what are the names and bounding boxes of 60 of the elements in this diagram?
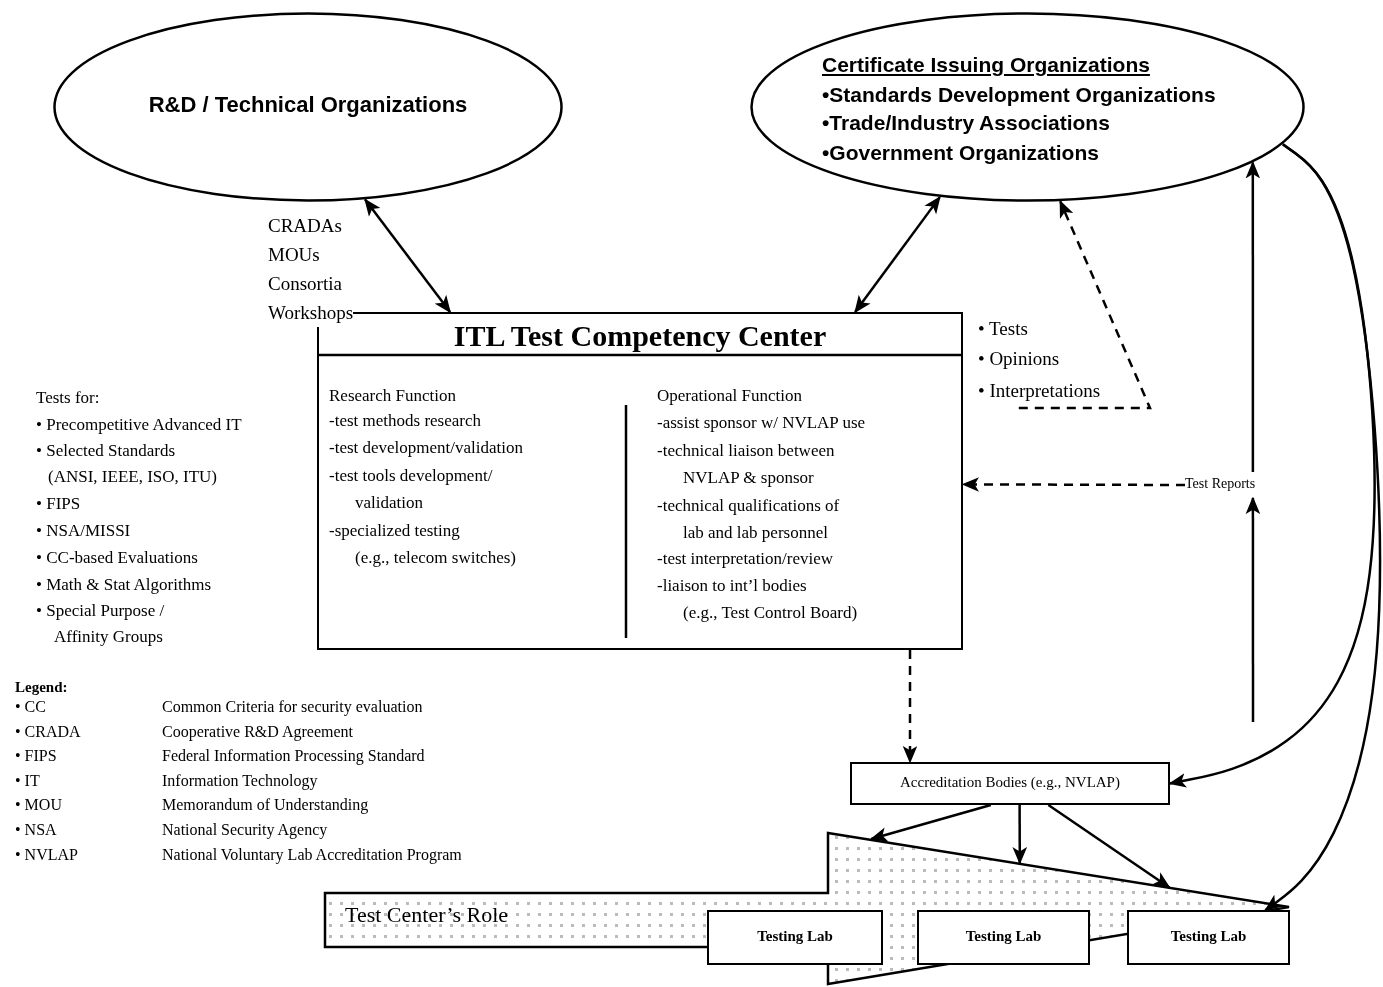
- legend-term: • CRADA: [15, 721, 81, 742]
- list-item: -technical liaison between NVLAP & sponsor: [657, 440, 836, 489]
- dashed-arrow: [1018, 200, 1152, 410]
- arrow: [1264, 143, 1382, 911]
- column-heading: Research Function: [329, 385, 457, 407]
- box-label: Testing Lab: [1169, 927, 1248, 945]
- list-item: -test development/validation: [329, 437, 525, 459]
- list-item: • FIPS: [36, 493, 81, 515]
- list-item: -technical qualifications of lab and lab personnel: [657, 495, 841, 544]
- arrow: [854, 195, 941, 314]
- list-item: • Selected Standards (ANSI, IEEE, ISO, ITU): [36, 440, 218, 488]
- list-item: -specialized testing (e.g., telecom switches): [329, 520, 517, 569]
- legend-definition: National Voluntary Lab Accreditation Program: [162, 844, 462, 865]
- list-item: •Standards Development Organizations: [822, 82, 1217, 108]
- legend-definition: National Security Agency: [162, 820, 328, 840]
- box-title: ITL Test Competency Center: [452, 318, 828, 354]
- list-item: • Precompetitive Advanced IT: [36, 414, 242, 436]
- dashed-arrow: [902, 650, 918, 764]
- legend-definition: Memorandum of Understanding: [162, 795, 369, 816]
- list-item: •Trade/Industry Associations: [822, 110, 1111, 136]
- box-label: Accreditation Bodies (e.g., NVLAP): [899, 773, 1121, 791]
- legend-term: • NVLAP: [15, 844, 78, 865]
- list-item: • Special Purpose / Affinity Groups: [36, 600, 165, 648]
- box-label: Testing Lab: [964, 927, 1043, 945]
- legend-definition: Cooperative R&D Agreement: [162, 721, 354, 742]
- column-heading: Operational Function: [657, 385, 803, 407]
- list-item: • Tests: [978, 318, 1029, 341]
- legend-term: • CC: [15, 697, 46, 717]
- legend-term: • NSA: [15, 820, 57, 840]
- ellipse-heading: Certificate Issuing Organizations: [822, 52, 1151, 78]
- list-item: -test tools development/ validation: [329, 465, 494, 514]
- dashed-arrow: [961, 477, 1185, 492]
- list-item: • CC-based Evaluations: [36, 547, 198, 569]
- list-item: • Math & Stat Algorithms: [36, 574, 211, 596]
- legend-term: • IT: [15, 770, 40, 791]
- list-item: -liaison to int’l bodies (e.g., Test Control Board): [657, 575, 859, 624]
- legend-term: • FIPS: [15, 746, 57, 767]
- list-item: -test methods research: [329, 410, 482, 432]
- legend-definition: Common Criteria for security evaluation: [162, 697, 423, 717]
- ellipse-title: R&D / Technical Organizations: [147, 92, 469, 119]
- legend-term: • MOU: [15, 795, 62, 816]
- list-heading: Tests for:: [36, 387, 100, 409]
- shape-label: Test Center’s Role: [345, 902, 510, 929]
- box-label: Testing Lab: [756, 927, 834, 945]
- arrow: [1245, 496, 1261, 722]
- arrow: [364, 198, 452, 314]
- legend-definition: Information Technology: [162, 770, 318, 791]
- list-item: • Opinions: [978, 348, 1061, 371]
- list-item: •Government Organizations: [822, 140, 1100, 166]
- arrow-label: Test Reports: [1185, 476, 1257, 493]
- arrow: [1047, 803, 1171, 889]
- list-item: -assist sponsor w/ NVLAP use: [657, 412, 867, 434]
- arrow: [1012, 805, 1028, 865]
- arrow: [869, 803, 992, 842]
- legend-definition: Federal Information Processing Standard: [162, 746, 425, 767]
- list-item: -test interpretation/review: [657, 548, 835, 570]
- legend-heading: Legend:: [15, 678, 68, 697]
- list-item: • Interpretations: [978, 380, 1102, 403]
- list-item: • NSA/MISSI: [36, 520, 131, 542]
- arrow: [1245, 161, 1261, 472]
